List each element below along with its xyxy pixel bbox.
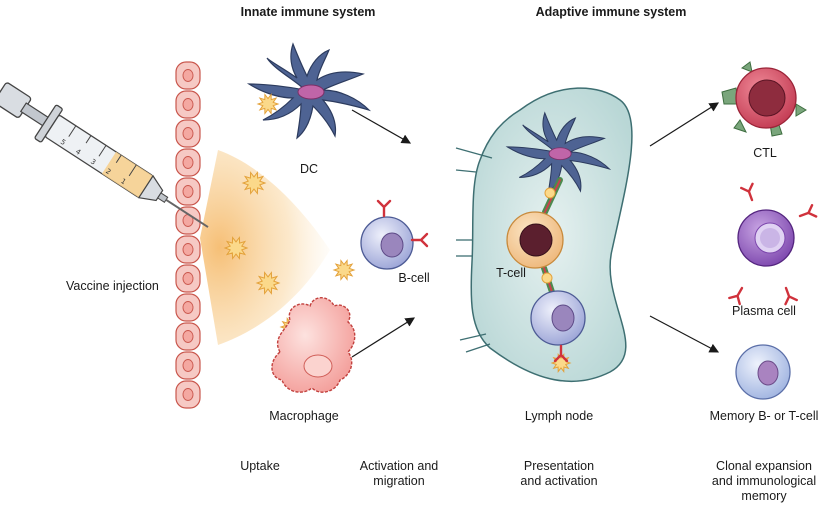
syringe-mark: 2 bbox=[104, 167, 112, 176]
antibody-icon bbox=[410, 232, 429, 248]
plasma-cell bbox=[728, 182, 818, 306]
syringe-icon: 5 4 3 2 1 bbox=[0, 82, 209, 228]
stage-clonal-line2: and immunological bbox=[711, 474, 817, 488]
arrow-to-ctl bbox=[649, 102, 720, 147]
antibody-icon bbox=[728, 286, 744, 306]
ctl-cell bbox=[721, 61, 807, 137]
label-memory-cell: Memory B- or T-cell bbox=[709, 409, 819, 423]
arrow-to-memory bbox=[649, 315, 720, 353]
label-b-cell: B-cell bbox=[398, 271, 430, 285]
stage-presentation: Presentation and activation bbox=[494, 459, 624, 489]
antigen bbox=[332, 259, 356, 281]
stage-activation: Activation and migration bbox=[334, 459, 464, 489]
stage-presentation-line2: and activation bbox=[520, 474, 598, 488]
antigen bbox=[223, 236, 249, 260]
syringe-mark: 1 bbox=[119, 177, 127, 186]
epithelial-cell bbox=[175, 148, 201, 177]
header-adaptive: Adaptive immune system bbox=[535, 5, 687, 19]
label-ctl: CTL bbox=[753, 146, 777, 160]
label-macrophage: Macrophage bbox=[269, 409, 339, 423]
synapse-links bbox=[541, 177, 563, 295]
antigen-on-dc bbox=[256, 93, 280, 115]
memory-cell bbox=[735, 344, 791, 400]
syringe-mark: 4 bbox=[74, 148, 83, 157]
arrow-macrophage-to-node bbox=[351, 317, 416, 358]
epithelial-cell bbox=[175, 322, 201, 351]
epithelial-cell bbox=[175, 177, 201, 206]
epithelial-cell bbox=[175, 293, 201, 322]
epithelial-cell bbox=[175, 90, 201, 119]
b-cell-in-node bbox=[530, 290, 586, 374]
epithelial-cell bbox=[175, 264, 201, 293]
syringe-mark: 3 bbox=[89, 157, 97, 166]
label-plasma-cell: Plasma cell bbox=[732, 304, 796, 318]
antibody-icon bbox=[553, 344, 569, 363]
stage-clonal-line1: Clonal expansion bbox=[716, 459, 812, 473]
label-dc: DC bbox=[299, 162, 319, 176]
antigen bbox=[256, 93, 280, 115]
syringe-mark: 5 bbox=[59, 138, 67, 147]
t-cell bbox=[506, 211, 564, 269]
tissue-barrier bbox=[175, 61, 201, 409]
stage-clonal-line3: memory bbox=[741, 489, 787, 503]
epithelial-cell bbox=[175, 351, 201, 380]
epithelial-cell bbox=[175, 119, 201, 148]
dendritic-cell bbox=[246, 42, 372, 140]
antibody-icon bbox=[376, 199, 392, 218]
epithelial-cell bbox=[175, 235, 201, 264]
antibody-icon bbox=[798, 204, 818, 218]
stage-uptake: Uptake bbox=[240, 459, 280, 473]
epithelial-cell bbox=[175, 380, 201, 409]
header-innate: Innate immune system bbox=[240, 5, 376, 19]
macrophage bbox=[271, 297, 356, 393]
stage-clonal: Clonal expansion and immunological memor… bbox=[699, 459, 822, 504]
antibody-icon bbox=[740, 182, 754, 202]
epithelial-cell bbox=[175, 206, 201, 235]
antigen bbox=[241, 171, 267, 195]
antigen bbox=[255, 271, 281, 295]
label-t-cell: T-cell bbox=[496, 266, 526, 280]
arrow-dc-to-node bbox=[351, 109, 412, 144]
b-cell bbox=[360, 199, 429, 270]
stage-activation-line2: migration bbox=[373, 474, 425, 488]
stage-activation-line1: Activation and bbox=[359, 459, 439, 473]
label-lymph-node: Lymph node bbox=[524, 409, 594, 423]
antibody-icon bbox=[784, 286, 798, 306]
epithelial-cell bbox=[175, 61, 201, 90]
dendritic-cell-in-node bbox=[505, 111, 612, 195]
label-vaccine-injection: Vaccine injection bbox=[66, 279, 159, 293]
antigen-plume bbox=[200, 150, 330, 345]
stage-presentation-line1: Presentation bbox=[523, 459, 595, 473]
